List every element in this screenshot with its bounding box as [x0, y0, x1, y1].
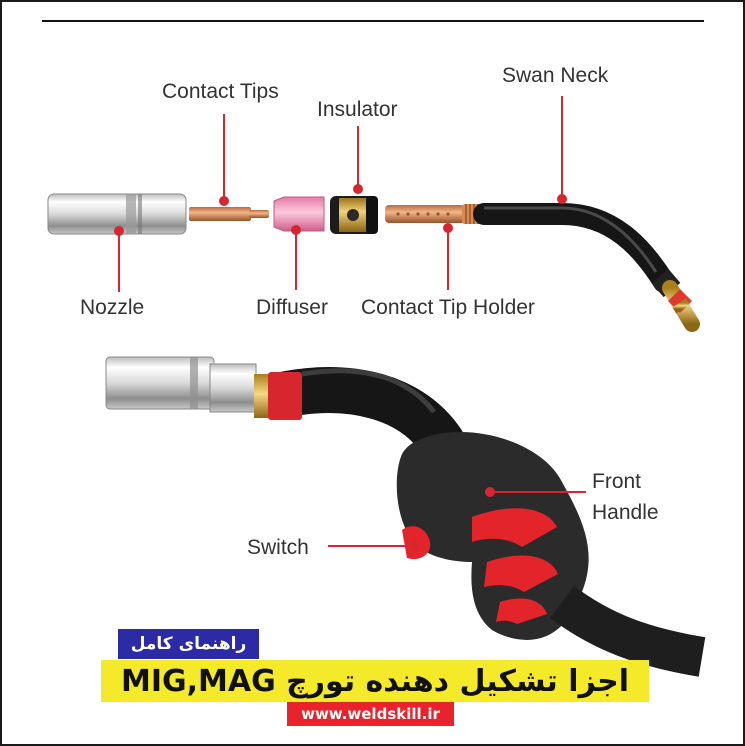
switch-label: Switch	[247, 536, 309, 559]
leader-lines	[114, 96, 586, 551]
contact-tip-holder-label: Contact Tip Holder	[361, 296, 535, 319]
contact-tip-holder-part	[385, 204, 484, 224]
insulator-label: Insulator	[317, 98, 398, 121]
website-link[interactable]: www.weldskill.ir	[287, 702, 454, 726]
swan-neck-part	[473, 203, 700, 332]
diffuser-part	[273, 196, 325, 232]
contact-tips-label: Contact Tips	[162, 80, 279, 103]
assembled-torch	[105, 356, 706, 677]
swan-neck-label: Swan Neck	[502, 64, 609, 87]
front-handle-label-line2: Handle	[592, 501, 659, 524]
nozzle-label: Nozzle	[80, 296, 145, 319]
complete-guide-badge: راهنمای کامل	[118, 629, 259, 659]
top-rule	[42, 20, 704, 22]
banner-title: اجزا تشکیل دهنده تورچ MIG,MAG	[101, 660, 649, 702]
front-handle-label-line1: Front	[592, 470, 642, 493]
contact-tip-part	[189, 207, 269, 221]
diffuser-label: Diffuser	[256, 296, 328, 319]
insulator-part	[330, 196, 378, 234]
